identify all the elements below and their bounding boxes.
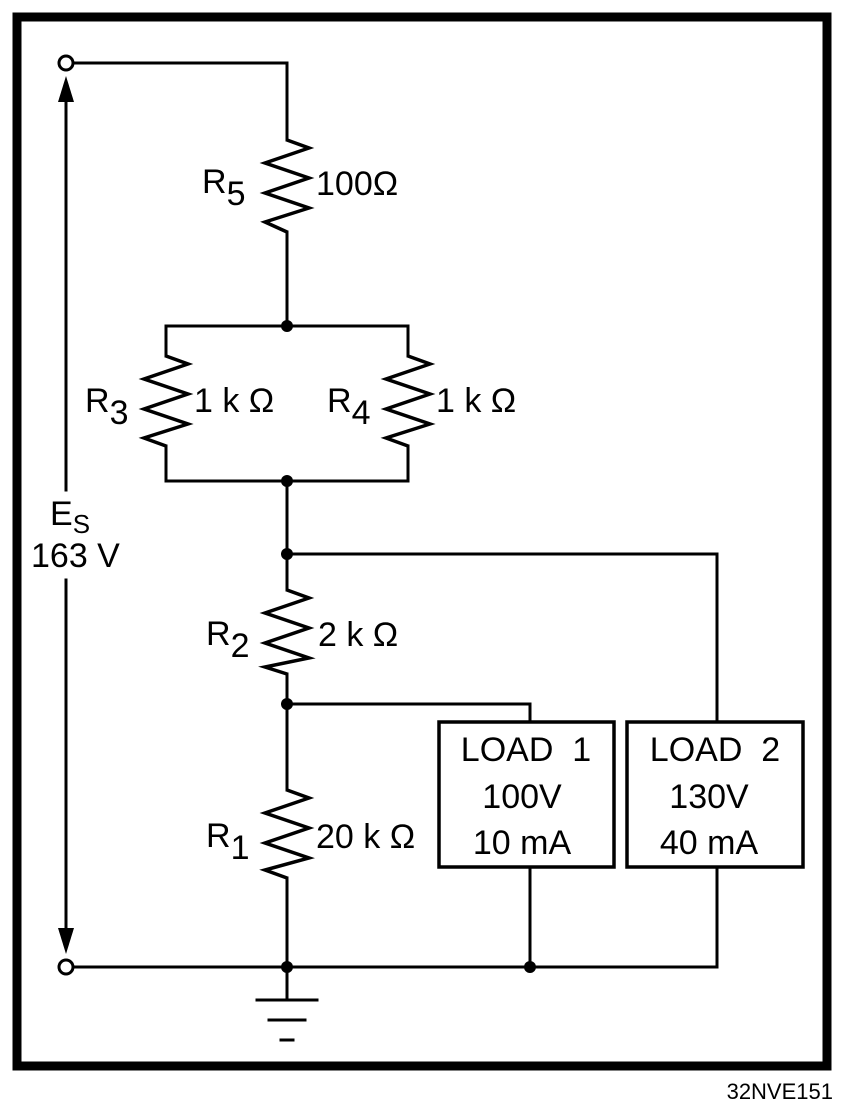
figure-frame [12,12,832,1071]
load-1-box: LOAD 1 100V 10 mA [437,720,616,869]
ground-icon [255,998,319,1042]
resistor-r1-value: 20 k Ω [316,818,415,856]
load-2-name: LOAD 2 [650,731,780,769]
load-2-voltage: 130V [669,778,749,816]
junction-dot [524,961,536,973]
resistor-r1-icon [259,788,315,880]
source-voltage: 163 V [31,537,120,575]
resistor-r4-name: R4 [327,382,370,432]
junction-dot [281,320,293,332]
resistor-r3-icon [138,354,194,448]
load-2-box: LOAD 2 130V 40 mA [625,720,805,869]
source-terminal-top [57,54,75,72]
resistor-r5-value: 100Ω [316,165,398,203]
resistor-r2-name: R2 [206,615,249,665]
resistor-r2-value: 2 k Ω [318,616,398,654]
source-symbol: ES [50,495,90,539]
circuit-wires [71,61,719,1002]
resistor-r5-name: R5 [202,163,245,213]
junction-dot [281,475,293,487]
resistor-r4-value: 1 k Ω [436,382,516,420]
load-2-current: 40 mA [660,824,759,862]
source-terminal-bottom [57,958,75,976]
source-voltage-arrow-icon [58,76,74,954]
load-1-voltage: 100V [482,778,562,816]
resistor-r3-value: 1 k Ω [194,382,274,420]
junction-dot [281,698,293,710]
junction-dot [281,961,293,973]
resistor-r4-icon [380,354,436,448]
resistor-r3-name: R3 [85,382,128,432]
junction-dots [281,320,536,973]
resistor-r5-icon [259,138,315,234]
resistor-r1-name: R1 [206,817,249,867]
junction-dot [281,548,293,560]
load-1-current: 10 mA [473,824,572,862]
resistor-r2-icon [258,588,316,676]
figure-code: 32NVE151 [727,1079,833,1104]
load-1-name: LOAD 1 [461,731,591,769]
